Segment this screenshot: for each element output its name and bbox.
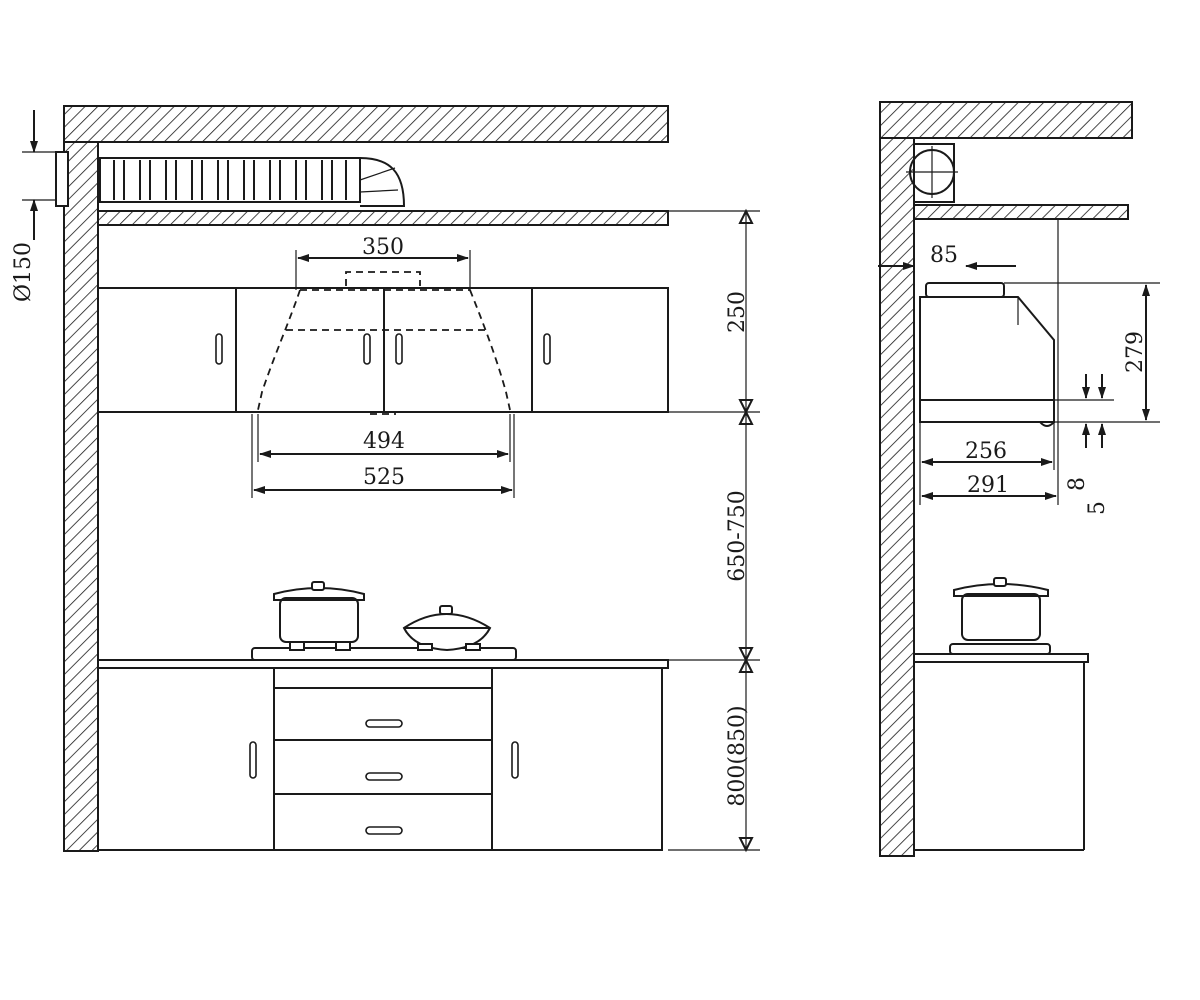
dim-279-group: 279 bbox=[1004, 282, 1160, 423]
side-cooking-pot bbox=[949, 577, 1051, 655]
dim-800-850: 800(850) bbox=[725, 705, 750, 806]
range-hood-front bbox=[256, 271, 514, 415]
side-view: 85 279 256 291 8 bbox=[878, 101, 1160, 857]
cooktop bbox=[251, 581, 517, 661]
cooking-pot bbox=[273, 581, 365, 651]
dim-8: 8 bbox=[1065, 477, 1090, 491]
wok bbox=[402, 605, 492, 652]
dim-350: 350 bbox=[362, 235, 404, 260]
drawer-handle bbox=[365, 772, 403, 781]
cabinet-handle bbox=[395, 333, 403, 365]
cabinet-handle bbox=[215, 333, 223, 365]
side-duct bbox=[906, 143, 958, 203]
drawer-handle bbox=[365, 719, 403, 728]
side-cabinet-shelf bbox=[913, 204, 1129, 220]
drawer-handle bbox=[365, 826, 403, 835]
upper-cabinets bbox=[97, 287, 669, 413]
dim-width-group: 494 525 bbox=[251, 414, 515, 498]
cabinet-handle bbox=[363, 333, 371, 365]
dim-85-group: 85 bbox=[878, 243, 1016, 270]
dim-279: 279 bbox=[1123, 331, 1148, 373]
dim-diameter-150: Ø150 bbox=[11, 242, 36, 302]
dim-85: 85 bbox=[930, 243, 958, 268]
duct-wall-flange bbox=[55, 151, 69, 207]
side-wall bbox=[879, 101, 915, 857]
front-wall-left bbox=[63, 105, 99, 852]
front-vertical-dimensions: 250 650-750 800(850) bbox=[668, 208, 760, 853]
cabinet-handle bbox=[249, 741, 257, 779]
dim-250: 250 bbox=[725, 291, 750, 333]
dim-494: 494 bbox=[363, 429, 405, 454]
flexible-duct bbox=[99, 157, 406, 207]
side-base-cabinet bbox=[913, 653, 1089, 851]
front-cabinet-shelf bbox=[97, 210, 669, 226]
dim-5: 5 bbox=[1085, 501, 1110, 515]
dim-350-group: 350 bbox=[295, 235, 471, 290]
side-ceiling bbox=[879, 101, 1133, 139]
front-view: 250 650-750 800(850) Ø150 350 bbox=[11, 105, 760, 853]
range-hood-side bbox=[919, 282, 1055, 427]
dim-291: 291 bbox=[967, 473, 1009, 498]
cabinet-handle bbox=[511, 741, 519, 779]
dim-256: 256 bbox=[965, 439, 1007, 464]
cabinet-handle bbox=[543, 333, 551, 365]
front-ceiling bbox=[63, 105, 669, 143]
dim-525: 525 bbox=[363, 465, 405, 490]
dim-depth-group: 256 291 bbox=[919, 422, 1057, 505]
dim-650-750: 650-750 bbox=[725, 490, 750, 581]
duct-diameter-dimension: Ø150 bbox=[11, 110, 56, 302]
dim-lip-group: 8 5 bbox=[1054, 374, 1114, 515]
base-cabinets bbox=[97, 659, 669, 851]
